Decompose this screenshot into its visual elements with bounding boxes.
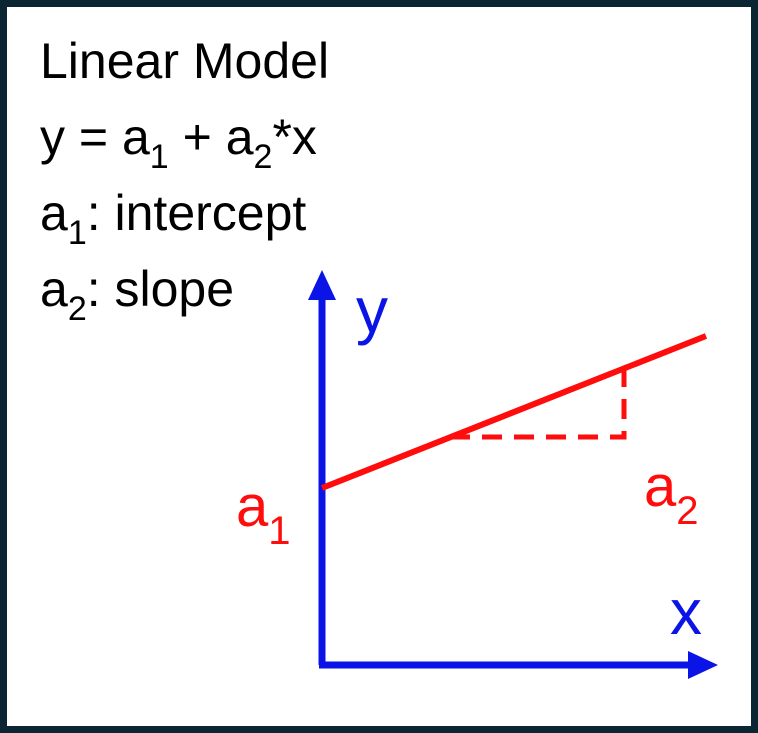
definition-subscript: 2 [67, 290, 87, 328]
intercept-label-var: a [236, 474, 269, 539]
slope-label: a2 [644, 458, 699, 532]
model-title: Linear Model [40, 33, 330, 89]
intercept-label: a1 [236, 478, 291, 552]
equation-a2: a [225, 109, 254, 165]
definition-text: : intercept [86, 185, 307, 241]
equation-a2-subscript: 2 [253, 138, 273, 176]
y-axis-label: y [356, 274, 388, 346]
slope-label-var: a [644, 454, 677, 519]
y-axis-arrowhead [308, 270, 336, 300]
x-axis-arrowhead [688, 651, 718, 679]
definition-slope: a2: slope [40, 261, 235, 326]
model-equation: y = a1 + a2*x [40, 109, 317, 174]
equation-plus: + [168, 109, 226, 165]
equation-y: y [40, 109, 65, 165]
definition-var: a [40, 261, 68, 317]
slope-triangle [449, 364, 627, 440]
definition-var: a [40, 185, 68, 241]
slope-label-subscript: 2 [676, 489, 699, 533]
equation-tail: *x [272, 109, 317, 165]
equation-equals: = [65, 109, 122, 165]
definition-text: : slope [86, 261, 235, 317]
definition-intercept: a1: intercept [40, 185, 307, 250]
equation-a1-subscript: 1 [149, 138, 169, 176]
definition-subscript: 1 [67, 214, 87, 252]
intercept-label-subscript: 1 [268, 509, 291, 553]
x-axis-label: x [670, 576, 702, 648]
equation-a1: a [121, 109, 150, 165]
